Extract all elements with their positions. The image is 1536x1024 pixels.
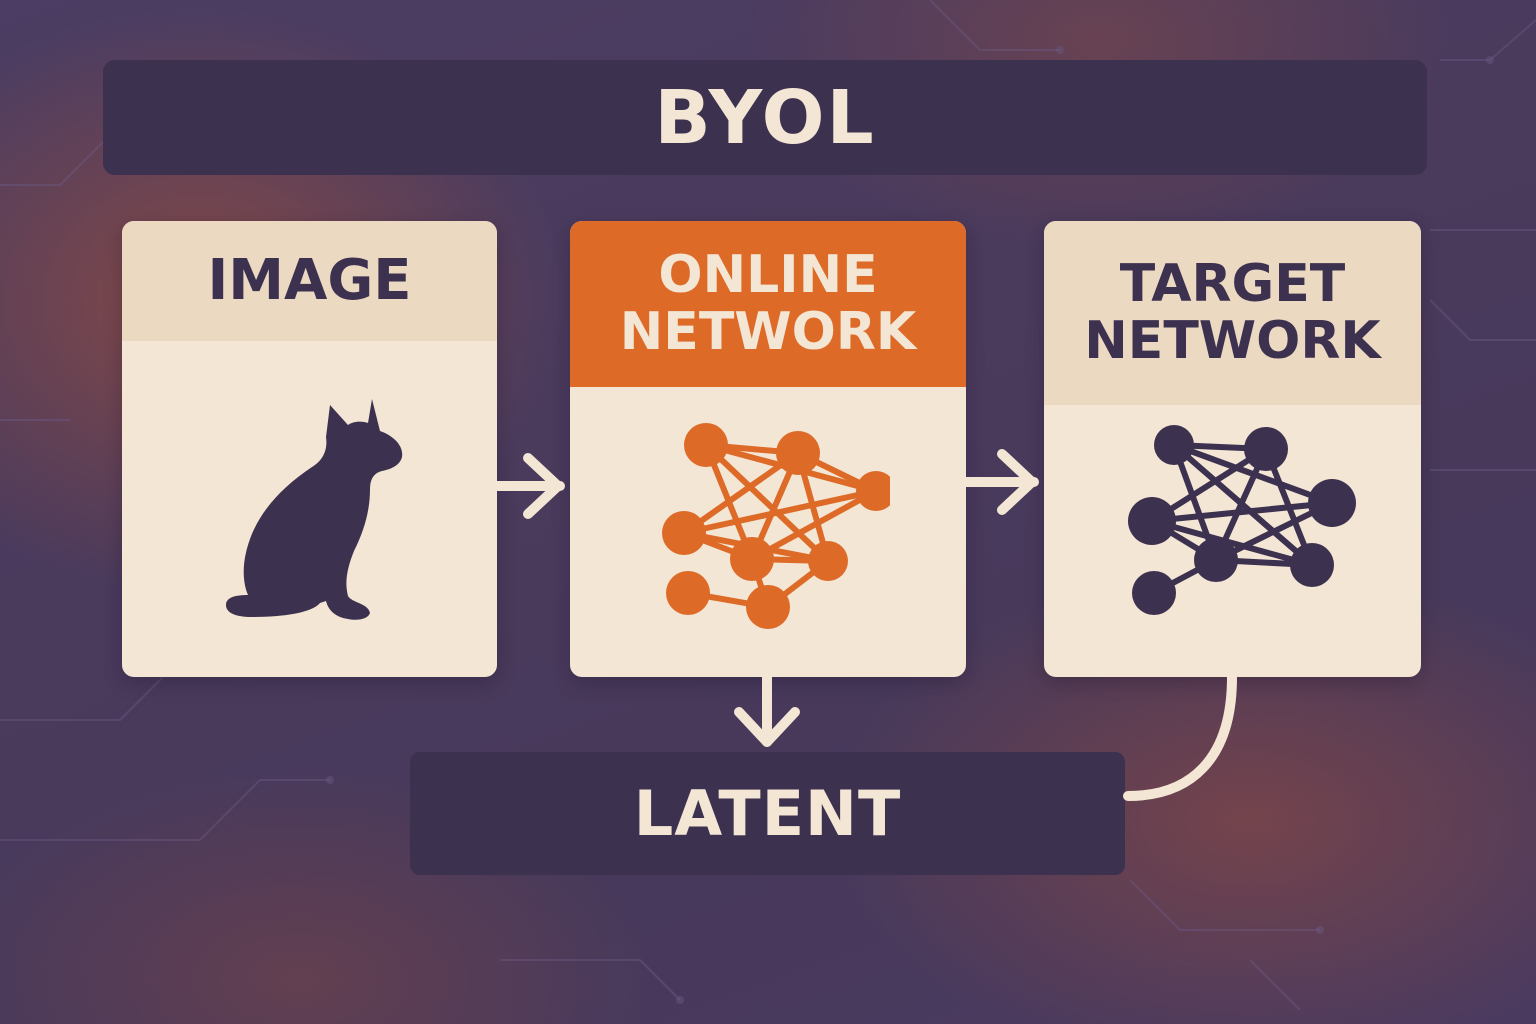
- target-network-card: TARGET NETWORK: [1044, 221, 1421, 677]
- image-card-body: [122, 341, 497, 677]
- online-network-title-line1: ONLINE: [658, 244, 878, 305]
- online-network-card: ONLINE NETWORK: [570, 221, 966, 677]
- image-card: IMAGE: [122, 221, 497, 677]
- image-card-header: IMAGE: [122, 221, 497, 341]
- latent-label: LATENT: [633, 777, 902, 850]
- title-bar: BYOL: [103, 60, 1427, 175]
- target-network-title-line2: NETWORK: [1084, 311, 1381, 371]
- cat-icon: [226, 399, 403, 620]
- target-network-title-line1: TARGET: [1119, 253, 1346, 314]
- image-card-title: IMAGE: [207, 248, 412, 314]
- target-network-card-body: [1044, 405, 1421, 677]
- target-neural-network-icon: [1128, 425, 1356, 615]
- online-network-card-body: [570, 387, 966, 677]
- online-neural-network-icon: [662, 423, 890, 629]
- online-network-card-header: ONLINE NETWORK: [570, 221, 966, 387]
- latent-box: LATENT: [410, 752, 1125, 875]
- online-network-title-line2: NETWORK: [619, 302, 917, 362]
- diagram-title: BYOL: [654, 74, 876, 161]
- target-network-card-header: TARGET NETWORK: [1044, 221, 1421, 405]
